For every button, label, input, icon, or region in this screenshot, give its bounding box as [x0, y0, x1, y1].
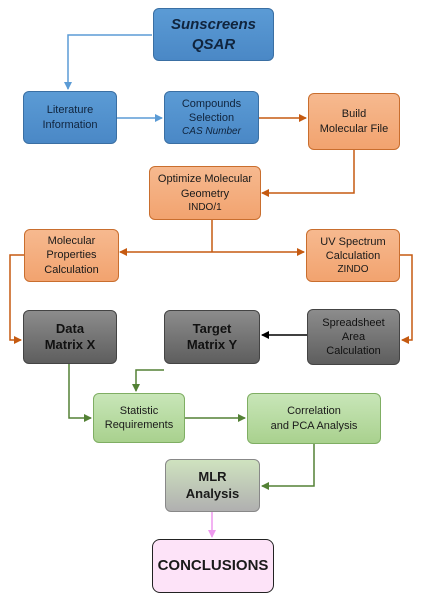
node-conclusions: CONCLUSIONS: [152, 539, 274, 593]
arrow-correlation-to-mlr: [261, 444, 315, 490]
arrow-targetmatrix-to-statistic: [132, 369, 164, 392]
compounds-sub: CAS Number: [182, 126, 241, 138]
literature-line1: Literature: [46, 104, 94, 117]
statistic-line1: Statistic: [119, 404, 159, 417]
sunscreens-line1: Sunscreens: [170, 16, 257, 33]
compounds-line1: Compounds: [181, 97, 242, 110]
molprops-line2: Properties: [46, 249, 97, 262]
correlation-line2: and PCA Analysis: [270, 419, 358, 432]
compounds-line2: Selection: [188, 112, 235, 124]
targetmatrix-line2: Matrix Y: [186, 337, 238, 352]
arrow-datamatrix-to-statistic: [68, 364, 92, 422]
statistic-line2: Requirements: [104, 419, 174, 431]
datamatrix-line1: Data: [55, 320, 85, 336]
molprops-line1: Molecular: [47, 235, 96, 248]
mlr-line2: Analysis: [185, 485, 240, 501]
node-spreadsheet-area: Spreadsheet Area Calculation: [307, 309, 400, 365]
node-data-matrix-x: Data Matrix X: [23, 310, 117, 364]
uvspectrum-line1: UV Spectrum: [320, 235, 386, 248]
node-mlr-analysis: MLR Analysis: [165, 459, 260, 512]
mlr-line1: MLR: [198, 469, 227, 485]
targetmatrix-line1: Target: [192, 320, 232, 336]
node-compounds-selection: Compounds Selection CAS Number: [164, 91, 259, 144]
node-statistic-requirements: Statistic Requirements: [93, 393, 185, 443]
node-molecular-properties: Molecular Properties Calculation: [24, 229, 119, 282]
molprops-line3: Calculation: [44, 263, 99, 276]
node-optimize-geometry: Optimize Molecular Geometry INDO/1: [149, 166, 261, 220]
optimize-line2: Geometry: [180, 187, 230, 200]
node-build-molecular-file: Build Molecular File: [308, 93, 400, 150]
arrow-build-to-optimize: [261, 150, 355, 197]
node-target-matrix-y: Target Matrix Y: [164, 310, 260, 364]
literature-line2: Information: [42, 118, 98, 131]
sunscreens-line2: QSAR: [191, 35, 236, 53]
build-line1: Build: [341, 108, 367, 121]
arrow-uvspectrum-to-spreadsheet: [400, 254, 413, 344]
correlation-line1: Correlation: [287, 405, 341, 418]
optimize-sub: INDO/1: [188, 201, 222, 213]
node-sunscreens-qsar: Sunscreens QSAR: [153, 8, 274, 61]
spreadsheet-line2: Area: [341, 330, 366, 343]
arrow-molprops-to-datamatrix: [9, 254, 24, 344]
arrow-sunscreens-to-literature: [64, 34, 152, 90]
node-literature-information: Literature Information: [23, 91, 117, 144]
node-uv-spectrum: UV Spectrum Calculation ZINDO: [306, 229, 400, 282]
uvspectrum-line2: Calculation: [325, 250, 381, 262]
build-line2: Molecular File: [319, 122, 389, 135]
spreadsheet-line1: Spreadsheet: [322, 316, 385, 329]
conclusions-label: CONCLUSIONS: [157, 557, 269, 575]
optimize-line1: Optimize Molecular: [157, 173, 253, 186]
datamatrix-line2: Matrix X: [44, 337, 96, 352]
uvspectrum-sub: ZINDO: [337, 264, 369, 276]
node-correlation-pca: Correlation and PCA Analysis: [247, 393, 381, 444]
spreadsheet-line3: Calculation: [326, 345, 381, 358]
